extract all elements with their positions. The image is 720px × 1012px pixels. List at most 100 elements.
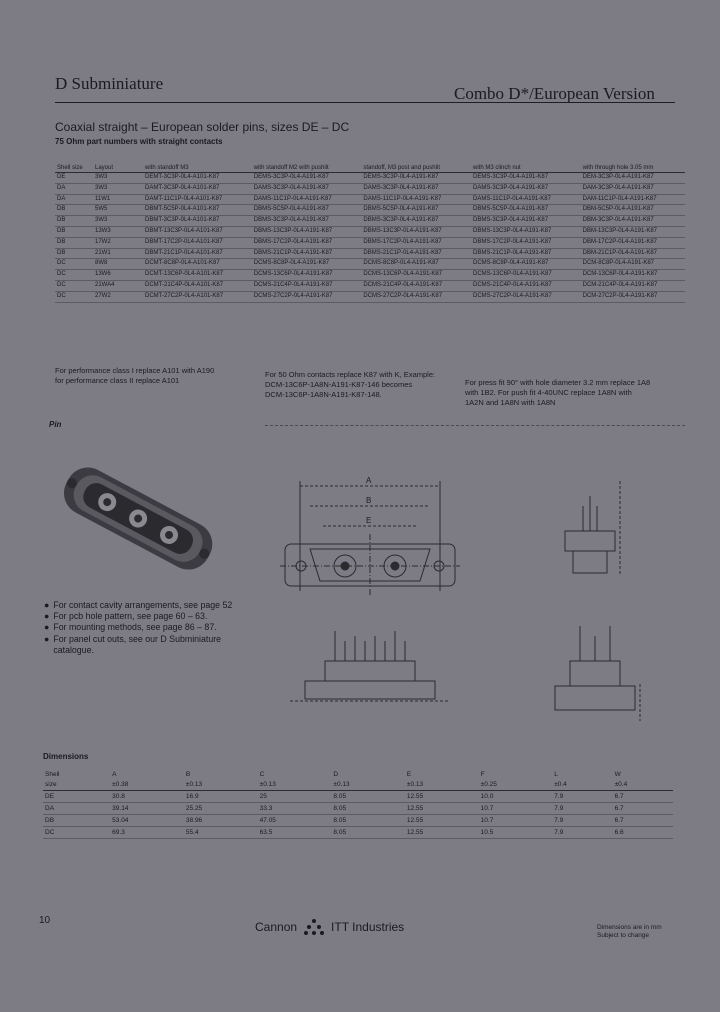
- table-cell: DBMS-5C5P-0L4-A191-K87: [253, 206, 329, 213]
- table-cell: DA: [57, 195, 66, 202]
- column-header: standoff, M3 post and pushlit: [361, 150, 471, 173]
- table-cell: DBMS-5C5P-0L4-A191-K87: [473, 206, 549, 213]
- table-cell: 8.05: [333, 793, 347, 800]
- table-cell: 12.55: [406, 805, 424, 812]
- table-cell: DBMT-5C5P-0L4-A101-K87: [145, 206, 220, 213]
- table-cell: DBMS-13C3P-0L4-A191-K87: [473, 227, 552, 234]
- table-cell: 25.25: [185, 805, 203, 812]
- table-cell: DEMT-3C3P-0L4-A101-K87: [145, 174, 220, 180]
- table-cell: DBMS-17C2P-0L4-A191-K87: [363, 238, 442, 245]
- column-tolerance: ±0.13: [331, 780, 405, 791]
- table-cell: DEMS-3C3P-0L4-A191-K87: [473, 174, 549, 180]
- table-cell: DE: [57, 174, 66, 180]
- table-cell: 13W6: [95, 271, 111, 278]
- table-cell: DB: [57, 227, 66, 234]
- table-cell: DBMS-21C1P-0L4-A191-K87: [473, 249, 552, 256]
- table-cell: 10.0: [480, 793, 494, 800]
- table-cell: DC: [45, 829, 55, 836]
- column-header: A: [112, 771, 117, 778]
- table-cell: DE: [45, 793, 55, 800]
- table-cell: 12.55: [406, 793, 424, 800]
- table-cell: 33.3: [259, 805, 273, 812]
- table-cell: DC: [57, 271, 66, 278]
- column-header: C: [259, 771, 265, 778]
- brand-cannon: Cannon: [255, 920, 298, 934]
- table-cell: DBMT-21C1P-0L4-A101-K87: [145, 249, 223, 256]
- table-cell: DCMS-13C6P-0L4-A191-K87: [253, 271, 333, 278]
- column-header: with standoff M3: [143, 150, 252, 173]
- table-cell: 8.05: [333, 829, 347, 836]
- table-cell: 7.9: [554, 829, 564, 836]
- table-cell: DBMS-17C2P-0L4-A191-K87: [253, 238, 333, 245]
- table-cell: DCMS-13C6P-0L4-A191-K87: [363, 271, 443, 278]
- table-cell: DBM-3C3P-0L4-A191-K87: [582, 217, 654, 224]
- table-cell: DC: [57, 292, 66, 299]
- table-cell: DBM-17C2P-0L4-A191-K87: [582, 238, 657, 245]
- table-cell: DBMS-5C5P-0L4-A191-K87: [363, 206, 439, 213]
- column-header: E: [406, 771, 412, 778]
- footer-note: Dimensions are in mm Subject to change: [597, 924, 662, 939]
- table-cell: 12.55: [406, 817, 424, 824]
- table-cell: DAMS-11C1P-0L4-A191-K87: [363, 195, 442, 202]
- column-header: Shell: [45, 771, 60, 778]
- note-performance-class: For performance class I replace A101 wit…: [55, 366, 215, 385]
- table-cell: DBMS-21C1P-0L4-A191-K87: [253, 249, 333, 256]
- column-header: L: [554, 771, 558, 778]
- column-header: B: [185, 771, 191, 778]
- drawing-svg: A B E: [280, 476, 641, 721]
- table-cell: 3W3: [95, 184, 108, 191]
- list-item: ●For pcb hole pattern, see page 60 – 63.: [44, 611, 208, 622]
- table-cell: 55.4: [185, 829, 199, 836]
- table-cell: DAMS-11C1P-0L4-A191-K87: [473, 195, 551, 202]
- list-item: ●For contact cavity arrangements, see pa…: [44, 600, 233, 610]
- table-cell: DAMS-3C3P-0L4-A191-K87: [473, 184, 549, 191]
- column-tolerance: ±0.4: [612, 780, 673, 791]
- itt-logo-icon: [304, 919, 325, 935]
- part-numbers-title: 75 Ohm part numbers with straight contac…: [55, 137, 223, 146]
- table-cell: 10.7: [480, 817, 494, 824]
- table-cell: 30.8: [112, 793, 125, 800]
- table-cell: DB: [57, 206, 66, 213]
- table-cell: 47.05: [259, 817, 276, 824]
- table-cell: DBM-5C5P-0L4-A191-K87: [582, 206, 654, 213]
- column-tolerance: ±0.4: [552, 780, 613, 791]
- note-press-fit: For press fit 90° with hole diameter 3.2…: [465, 378, 651, 407]
- table-cell: DBMS-3C3P-0L4-A191-K87: [363, 217, 439, 224]
- table-cell: 27W2: [95, 292, 111, 299]
- column-header: with M3 clinch nut: [471, 150, 581, 173]
- product-title: Combo D*/European Version: [454, 84, 655, 103]
- dimension-label-e: E: [366, 516, 371, 525]
- column-header: with standoff M2 with pushlit: [251, 150, 362, 173]
- pin-section-title: Pin: [49, 420, 62, 429]
- table-cell: 25: [259, 793, 267, 800]
- table-cell: DCMS-8C8P-0L4-A191-K87: [363, 260, 439, 267]
- column-header: F: [480, 771, 485, 778]
- table-cell: DCMS-27C2P-0L4-A191-K87: [363, 292, 443, 299]
- column-header: Shell size: [55, 150, 93, 173]
- table-cell: DCMS-21C4P-0L4-A191-K87: [253, 281, 333, 288]
- header-rule: [55, 102, 675, 103]
- table-cell: DCMT-21C4P-0L4-A101-K87: [145, 281, 224, 288]
- table-cell: DCMS-8C8P-0L4-A191-K87: [253, 260, 330, 267]
- table-cell: DCM-27C2P-0L4-A191-K87: [582, 292, 658, 299]
- page-number: 10: [39, 915, 51, 926]
- table-cell: DBMS-21C1P-0L4-A191-K87: [363, 249, 442, 256]
- list-item: ●For panel cut outs, see our D Subminiat…: [44, 633, 222, 655]
- table-cell: 39.14: [112, 805, 129, 812]
- table-cell: DBM-21C1P-0L4-A191-K87: [582, 249, 657, 256]
- table-cell: DCMS-8C8P-0L4-A191-K87: [473, 260, 549, 267]
- pin-references: ●For contact cavity arrangements, see pa…: [44, 600, 264, 656]
- table-cell: DEMS-3C3P-0L4-A191-K87: [363, 174, 439, 180]
- table-cell: DBMT-17C2P-0L4-A101-K87: [145, 238, 223, 245]
- table-cell: DCMT-8C8P-0L4-A101-K87: [145, 260, 220, 267]
- table-cell: DBMS-13C3P-0L4-A191-K87: [253, 227, 333, 234]
